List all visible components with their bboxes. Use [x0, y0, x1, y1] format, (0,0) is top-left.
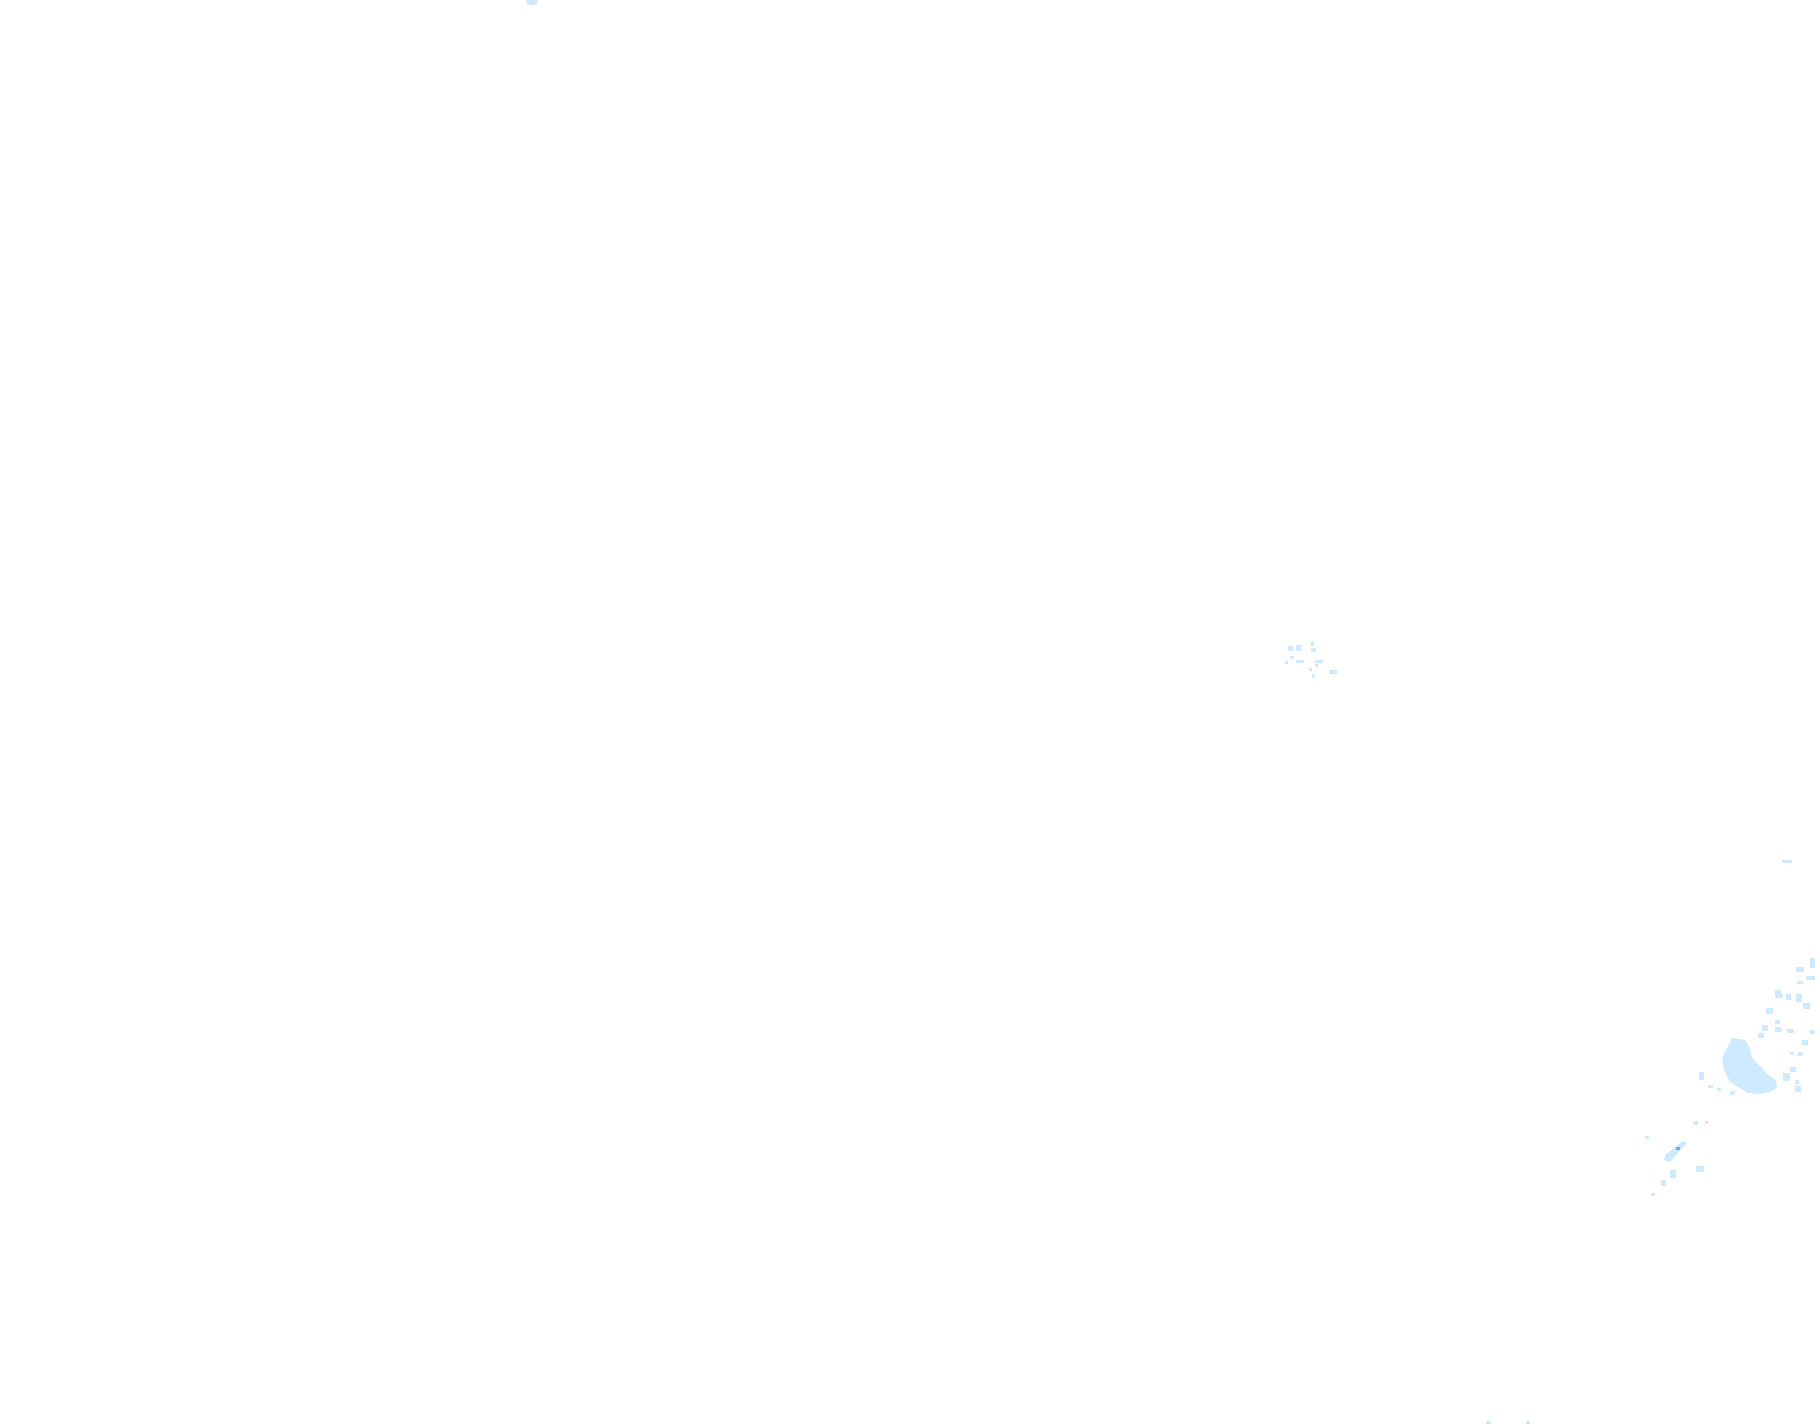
feature-island-group: [1699, 958, 1815, 1095]
map-features: [526, 0, 1815, 1424]
feature-cluster-center: [1285, 641, 1337, 678]
feature-highlight[interactable]: [1676, 1147, 1680, 1150]
feature-bottom-b: [1526, 1421, 1530, 1424]
feature-right-small: [1782, 860, 1792, 863]
feature-bottom-a: [1486, 1421, 1491, 1424]
feature-island-south: [1645, 1121, 1708, 1196]
feature-top: [526, 0, 538, 5]
